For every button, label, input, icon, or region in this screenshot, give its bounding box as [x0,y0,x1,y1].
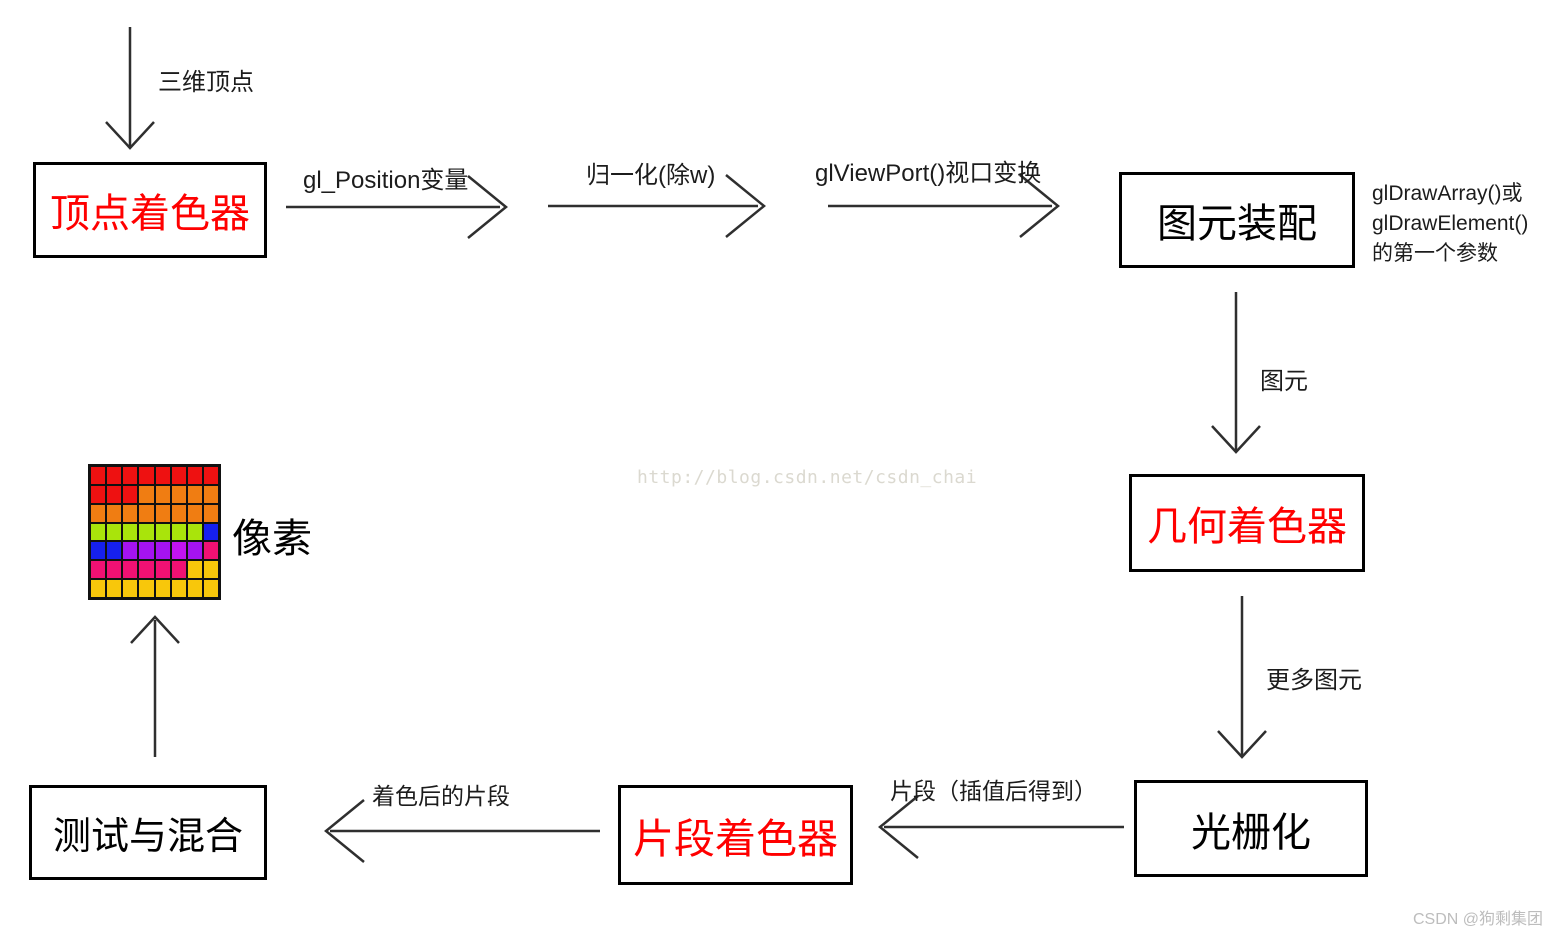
pixel-cell [203,561,218,579]
pixel-cell [91,542,106,560]
edge-label-shaded-fragments: 着色后的片段 [372,783,510,809]
pixel-cell [171,467,186,484]
pixel-cell [91,485,106,503]
node-test-blend: 测试与混合 [29,785,267,880]
pixel-cell [155,485,170,503]
pixel-cell [187,580,202,597]
pixel-cell [107,504,122,522]
annotation-line: glDrawArray()或 [1372,182,1523,205]
pixel-cell [91,561,106,579]
pixel-cell [155,561,170,579]
pixel-cell [155,580,170,597]
input-vertices-arrow [105,27,155,150]
pixel-cell [155,542,170,560]
pixel-cell [91,523,106,541]
edge-label-fragments: 片段（插值后得到） [890,778,1097,804]
primitives-arrow [1211,292,1261,454]
pixel-cell [123,561,138,579]
pixel-cell [123,542,138,560]
pixel-cell [123,504,138,522]
watermark-url: http://blog.csdn.net/csdn_chai [637,467,978,488]
pixel-cell [171,580,186,597]
pixel-cell [187,561,202,579]
pixel-cell [107,523,122,541]
node-primitive-assembly: 图元装配 [1119,172,1355,268]
pixel-cell [155,467,170,484]
pixel-cell [203,467,218,484]
pixel-cell [171,523,186,541]
edge-label-primitives: 图元 [1260,368,1308,395]
annotation-draw-call-params: glDrawArray()或 glDrawElement() 的第一个参数 [1372,179,1528,269]
pixel-cell [107,485,122,503]
pixel-cell [107,561,122,579]
csdn-credit: CSDN @狗剩集团 [1412,911,1543,928]
edge-label-normalize: 归一化(除w) [586,162,716,189]
pixel-cell [91,467,106,484]
pixel-grid [88,464,221,600]
pixel-cell [139,523,154,541]
more-primitives-arrow [1217,596,1267,759]
pixel-cell [139,561,154,579]
node-rasterization: 光栅化 [1134,780,1368,877]
edge-label-more-primitives: 更多图元 [1266,667,1362,694]
pixels-arrow [130,615,180,757]
pixel-cell [107,467,122,484]
pixel-cell [187,485,202,503]
pixel-cell [91,580,106,597]
pixel-cell [155,504,170,522]
pixel-cell [187,504,202,522]
pixel-cell [187,467,202,484]
pixel-cell [123,467,138,484]
node-geometry-shader: 几何着色器 [1129,474,1365,572]
annotation-line: glDrawElement() [1372,212,1529,235]
pixel-cell [139,504,154,522]
pixels-label: 像素 [232,517,312,561]
pixel-cell [187,523,202,541]
pixel-cell [123,580,138,597]
pixel-cell [203,485,218,503]
pixel-cell [91,504,106,522]
pixel-cell [171,561,186,579]
pixel-cell [171,542,186,560]
pixel-cell [171,485,186,503]
pixel-cell [139,542,154,560]
annotation-line: 的第一个参数 [1372,242,1498,265]
pixel-cell [139,485,154,503]
pixel-cell [203,542,218,560]
edge-label-input-vertices: 三维顶点 [158,69,254,96]
node-vertex-shader: 顶点着色器 [33,162,267,258]
pixel-cell [107,542,122,560]
pixel-cell [123,485,138,503]
pixel-cell [171,504,186,522]
edge-label-gl-position: gl_Position变量 [303,167,469,194]
pixel-cell [203,580,218,597]
pixel-cell [155,523,170,541]
pixel-cell [187,542,202,560]
node-fragment-shader: 片段着色器 [618,785,853,885]
pixel-cell [123,523,138,541]
pixel-cell [139,467,154,484]
pixel-cell [107,580,122,597]
pixel-cell [139,580,154,597]
pixel-cell [203,523,218,541]
edge-label-viewport: glViewPort()视口变换 [815,160,1042,187]
pixel-cell [203,504,218,522]
